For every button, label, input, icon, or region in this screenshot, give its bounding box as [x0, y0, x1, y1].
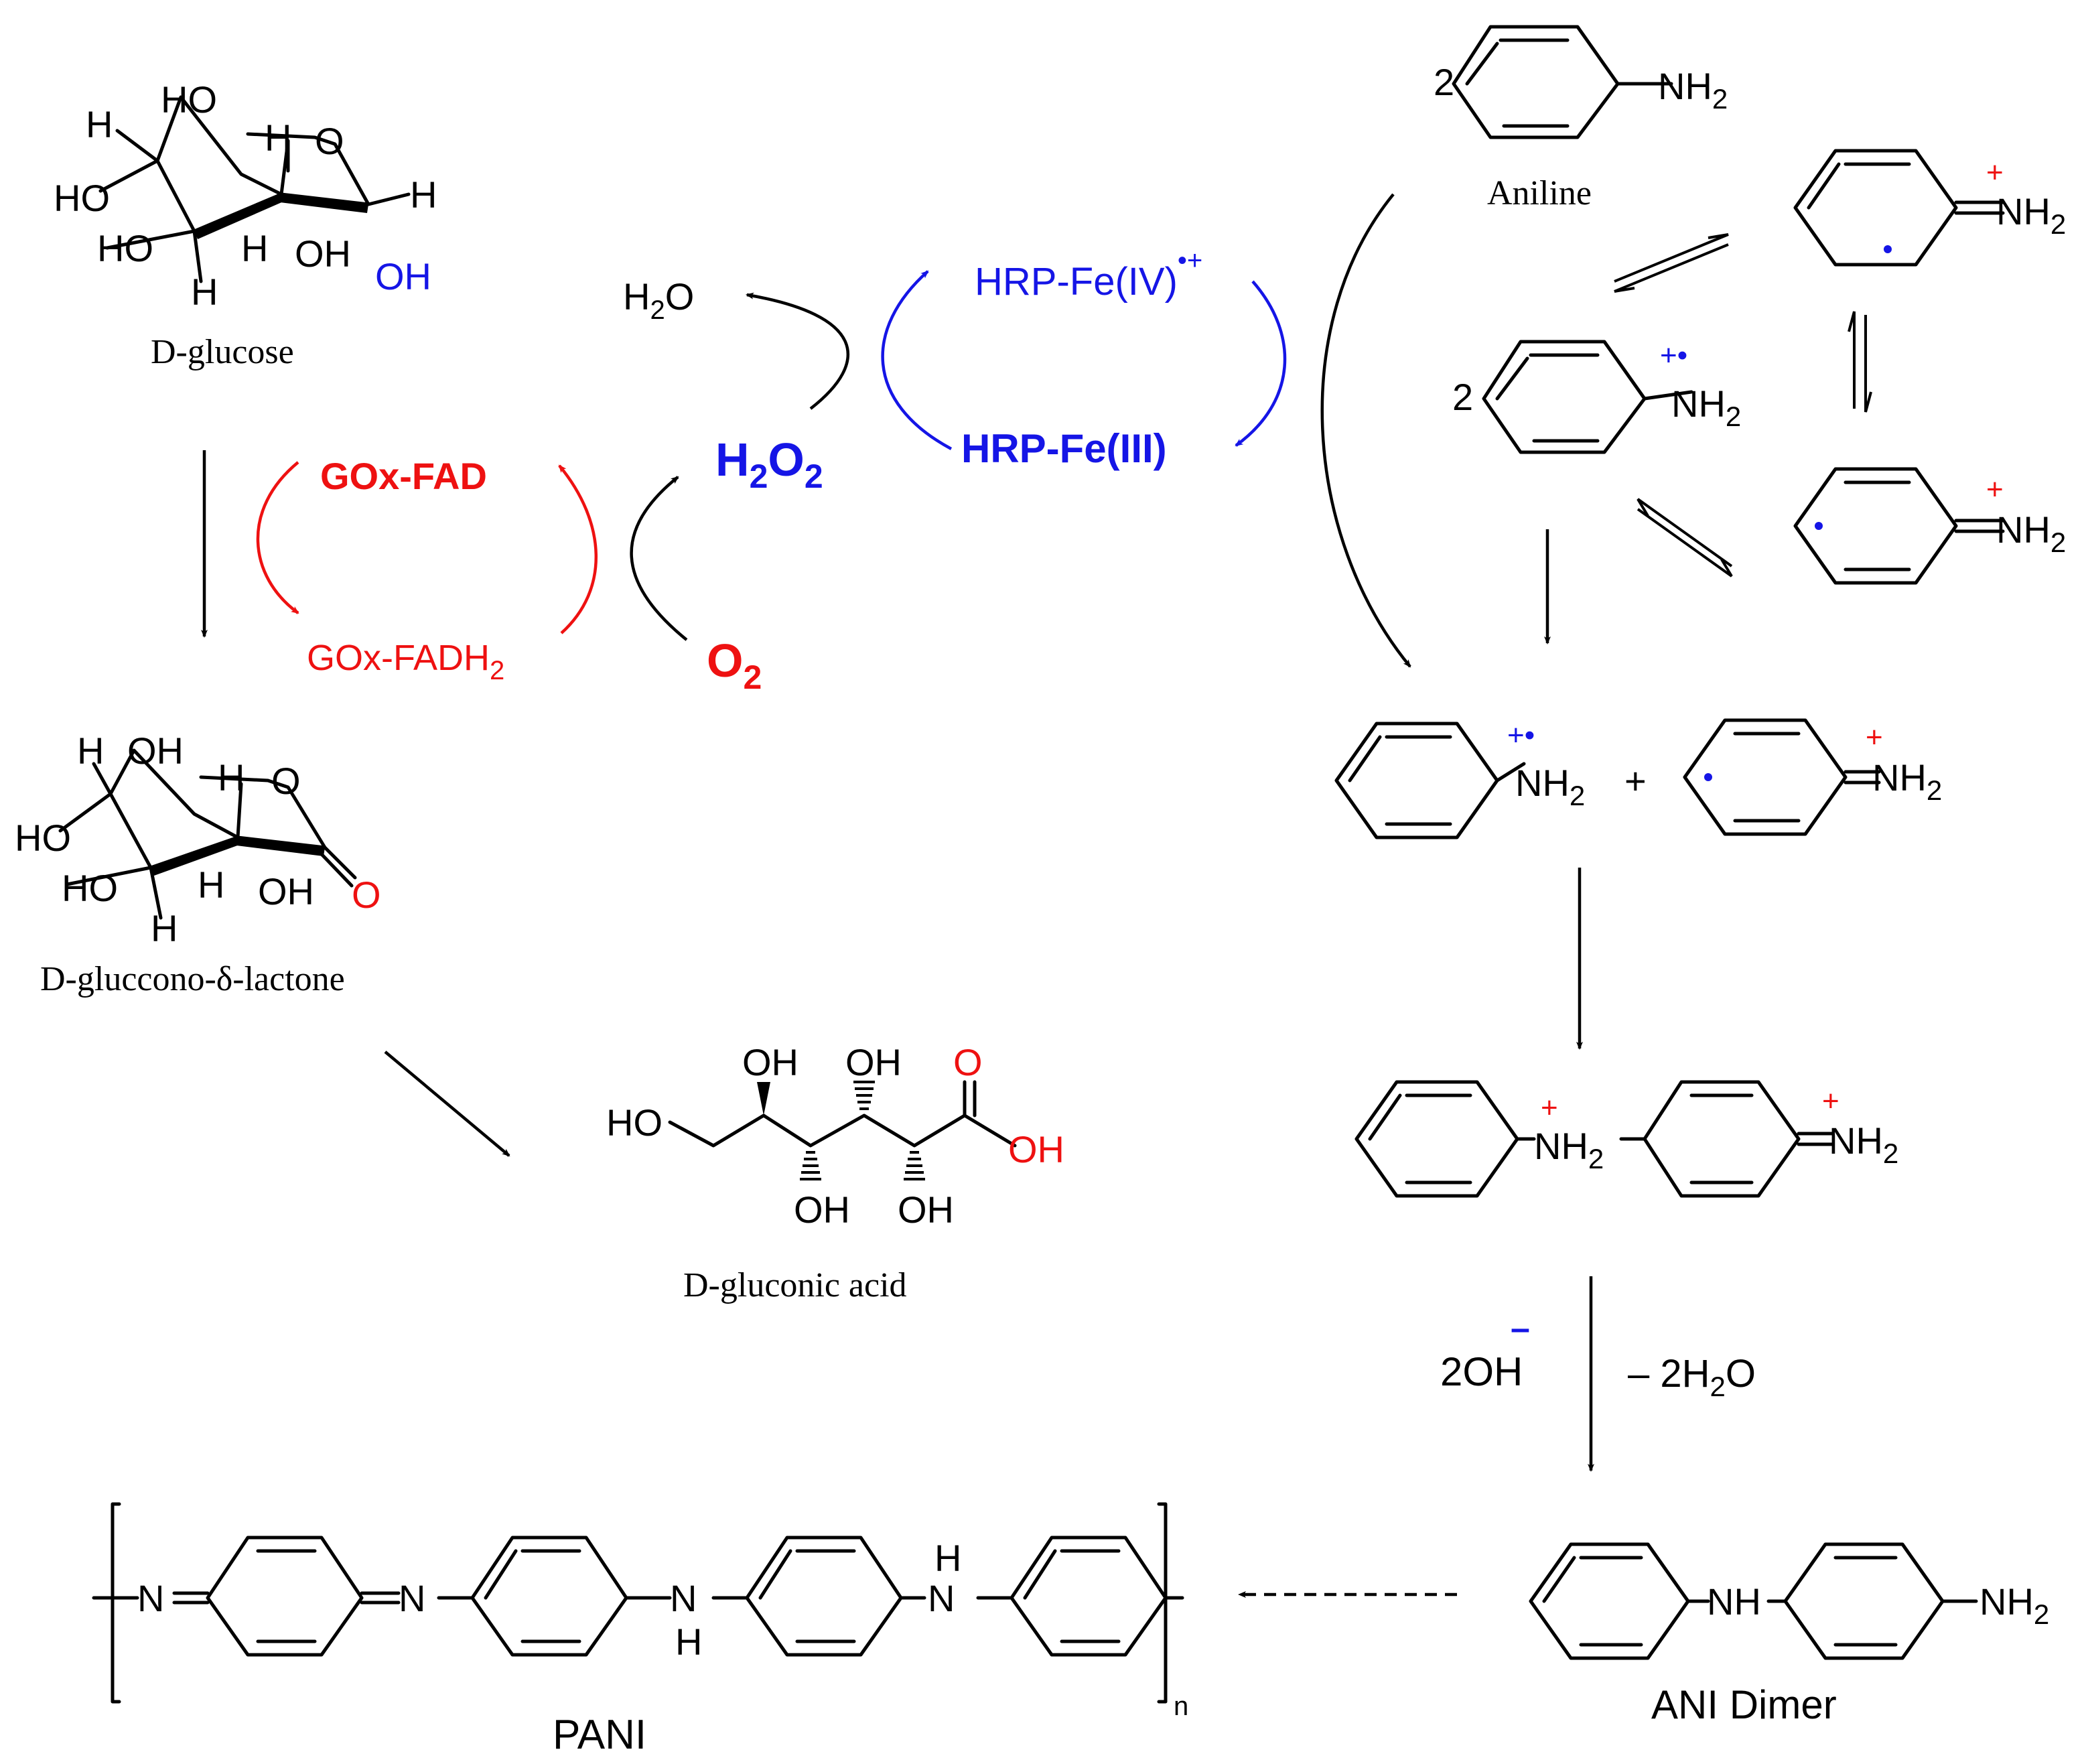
lactone-structure: H OH H O HO HO H OH H O — [15, 730, 381, 949]
arrow-hrp-reduction — [1235, 280, 1287, 447]
atom-ho-bottom: HO — [97, 227, 153, 269]
atom-oh-acid: OH — [1008, 1128, 1064, 1170]
label-base-charge: – — [1511, 1309, 1530, 1348]
iminium-charge: + — [1866, 721, 1883, 754]
label-radical-coef: 2 — [1452, 376, 1473, 418]
label-pani-repeat: n — [1174, 1692, 1188, 1721]
atom-aniline-nh2: NH2 — [1658, 65, 1728, 115]
coupled-intermediate: + NH2 + NH2 — [1354, 1080, 1898, 1198]
label-d-glucose: D-glucose — [151, 333, 294, 371]
atom-o-acid: O — [953, 1041, 983, 1083]
atom-radical-nh2: NH2 — [1671, 383, 1741, 432]
equilibrium-arrows-3 — [1637, 498, 1733, 578]
label-gluconic-acid: D-gluconic acid — [683, 1266, 907, 1304]
arrow-gox-oxidation — [558, 464, 598, 634]
atom-dimer-nh: NH — [1707, 1580, 1761, 1623]
atom-oh-mid: OH — [295, 232, 351, 275]
label-lactone: D-gluccono-δ-lactone — [40, 960, 345, 998]
aniline-radical-cation-structure: 2 +• NH2 — [1452, 339, 1741, 454]
atom-ho-left: HO — [15, 817, 71, 859]
atom-oh-2: OH — [845, 1041, 902, 1083]
atom-o-ring: O — [271, 760, 301, 802]
arrow-h2o2-to-h2o — [746, 292, 850, 410]
label-hrp-fe-iii: HRP-Fe(III) — [961, 426, 1167, 471]
atom-h-top: H — [77, 730, 104, 772]
radical-pair: +• NH2 + + NH2 — [1334, 718, 1942, 839]
iminium-charge: + — [1986, 156, 2004, 189]
atom-h-left: H — [86, 103, 113, 145]
ammonium-charge: + — [1541, 1091, 1558, 1124]
label-gox-fad: GOx-FAD — [320, 455, 487, 497]
arrow-gox-reduction — [256, 461, 299, 614]
atom-h-right: H — [410, 174, 437, 216]
equilibrium-arrows-2 — [1848, 311, 1872, 413]
radical-dot — [1704, 773, 1712, 781]
atom-o-ring: O — [315, 120, 344, 162]
arrow-hrp-oxidation — [881, 270, 953, 450]
atom-oh-top: OH — [127, 730, 184, 772]
atom-h-ring: H — [218, 756, 245, 799]
arrow-lactone-to-acid — [384, 1050, 510, 1157]
atom-oh-3: OH — [794, 1189, 850, 1231]
atom-pani-n2: N — [399, 1577, 425, 1619]
atom-oh-1: OH — [742, 1041, 798, 1083]
atom-ho-end: HO — [606, 1101, 663, 1144]
atom-h-bottom: H — [191, 271, 218, 313]
atom-pani-nh1: N — [670, 1577, 697, 1619]
equilibrium-arrows-1 — [1614, 233, 1729, 293]
atom-coupled-iminium-nh2: NH2 — [1829, 1120, 1898, 1169]
radical-dot — [1884, 245, 1892, 253]
atom-pani-n1: N — [137, 1577, 164, 1619]
label-pani: PANI — [553, 1712, 646, 1758]
atom-pair-iminium-nh2: NH2 — [1872, 756, 1942, 806]
radical-dot — [1815, 522, 1823, 530]
atom-pani-h1: H — [675, 1621, 702, 1663]
atom-iminium-nh2: NH2 — [1996, 508, 2066, 558]
label-hrp-fe-iv: HRP-Fe(IV)•+ — [975, 246, 1202, 303]
label-plus-sign: + — [1624, 760, 1647, 802]
atom-oh-4: OH — [898, 1189, 954, 1231]
label-base: 2OH — [1440, 1349, 1523, 1394]
label-ani-dimer: ANI Dimer — [1651, 1682, 1837, 1727]
atom-coupled-nh2: NH2 — [1534, 1125, 1604, 1174]
iminium-charge: + — [1822, 1085, 1839, 1117]
atom-ho-left: HO — [54, 177, 110, 219]
label-h2o: H2O — [623, 275, 694, 325]
radical-cation-charge: +• — [1507, 719, 1535, 752]
gluconic-acid-structure: HO OH OH OH OH O OH — [606, 1041, 1064, 1231]
para-radical-structure: + NH2 — [1793, 149, 2066, 267]
aniline-structure: 2 NH2 — [1434, 25, 1728, 139]
atom-iminium-nh2: NH2 — [1996, 190, 2066, 240]
label-water-loss: – 2H2O — [1628, 1352, 1756, 1402]
atom-h-ring: H — [265, 117, 291, 159]
atom-pani-h2: H — [934, 1537, 961, 1579]
label-aniline: Aniline — [1487, 174, 1592, 212]
ani-dimer-structure: NH NH2 — [1529, 1542, 2049, 1660]
atom-oh-anomeric: OH — [375, 255, 431, 297]
label-h2o2: H2O2 — [715, 433, 823, 495]
ortho-radical-structure: + NH2 — [1793, 467, 2066, 585]
d-glucose-structure: HO H H O H HO HO H OH H OH — [54, 78, 437, 313]
atom-ho-top: HO — [161, 78, 217, 121]
iminium-charge: + — [1986, 473, 2004, 506]
atom-pani-nh2: N — [928, 1577, 955, 1619]
label-o2: O2 — [707, 634, 762, 696]
pani-structure: N N N H N H n — [92, 1502, 1188, 1721]
atom-h-bottom: H — [151, 907, 178, 949]
label-aniline-coef: 2 — [1434, 61, 1454, 103]
label-gox-fadh2: GOx-FADH2 — [307, 638, 504, 685]
atom-h-mid: H — [241, 227, 268, 269]
atom-oh-mid: OH — [258, 870, 314, 912]
atom-pair-nh2: NH2 — [1515, 762, 1585, 811]
arrow-o2-to-h2o2 — [630, 476, 688, 641]
radical-cation-charge: +• — [1660, 339, 1687, 372]
atom-o-carbonyl: O — [352, 874, 381, 916]
atom-ho-bottom: HO — [62, 867, 118, 909]
atom-h-mid: H — [198, 864, 224, 906]
arrow-aniline-to-coupling — [1320, 193, 1411, 668]
atom-dimer-nh2: NH2 — [1979, 1580, 2049, 1630]
